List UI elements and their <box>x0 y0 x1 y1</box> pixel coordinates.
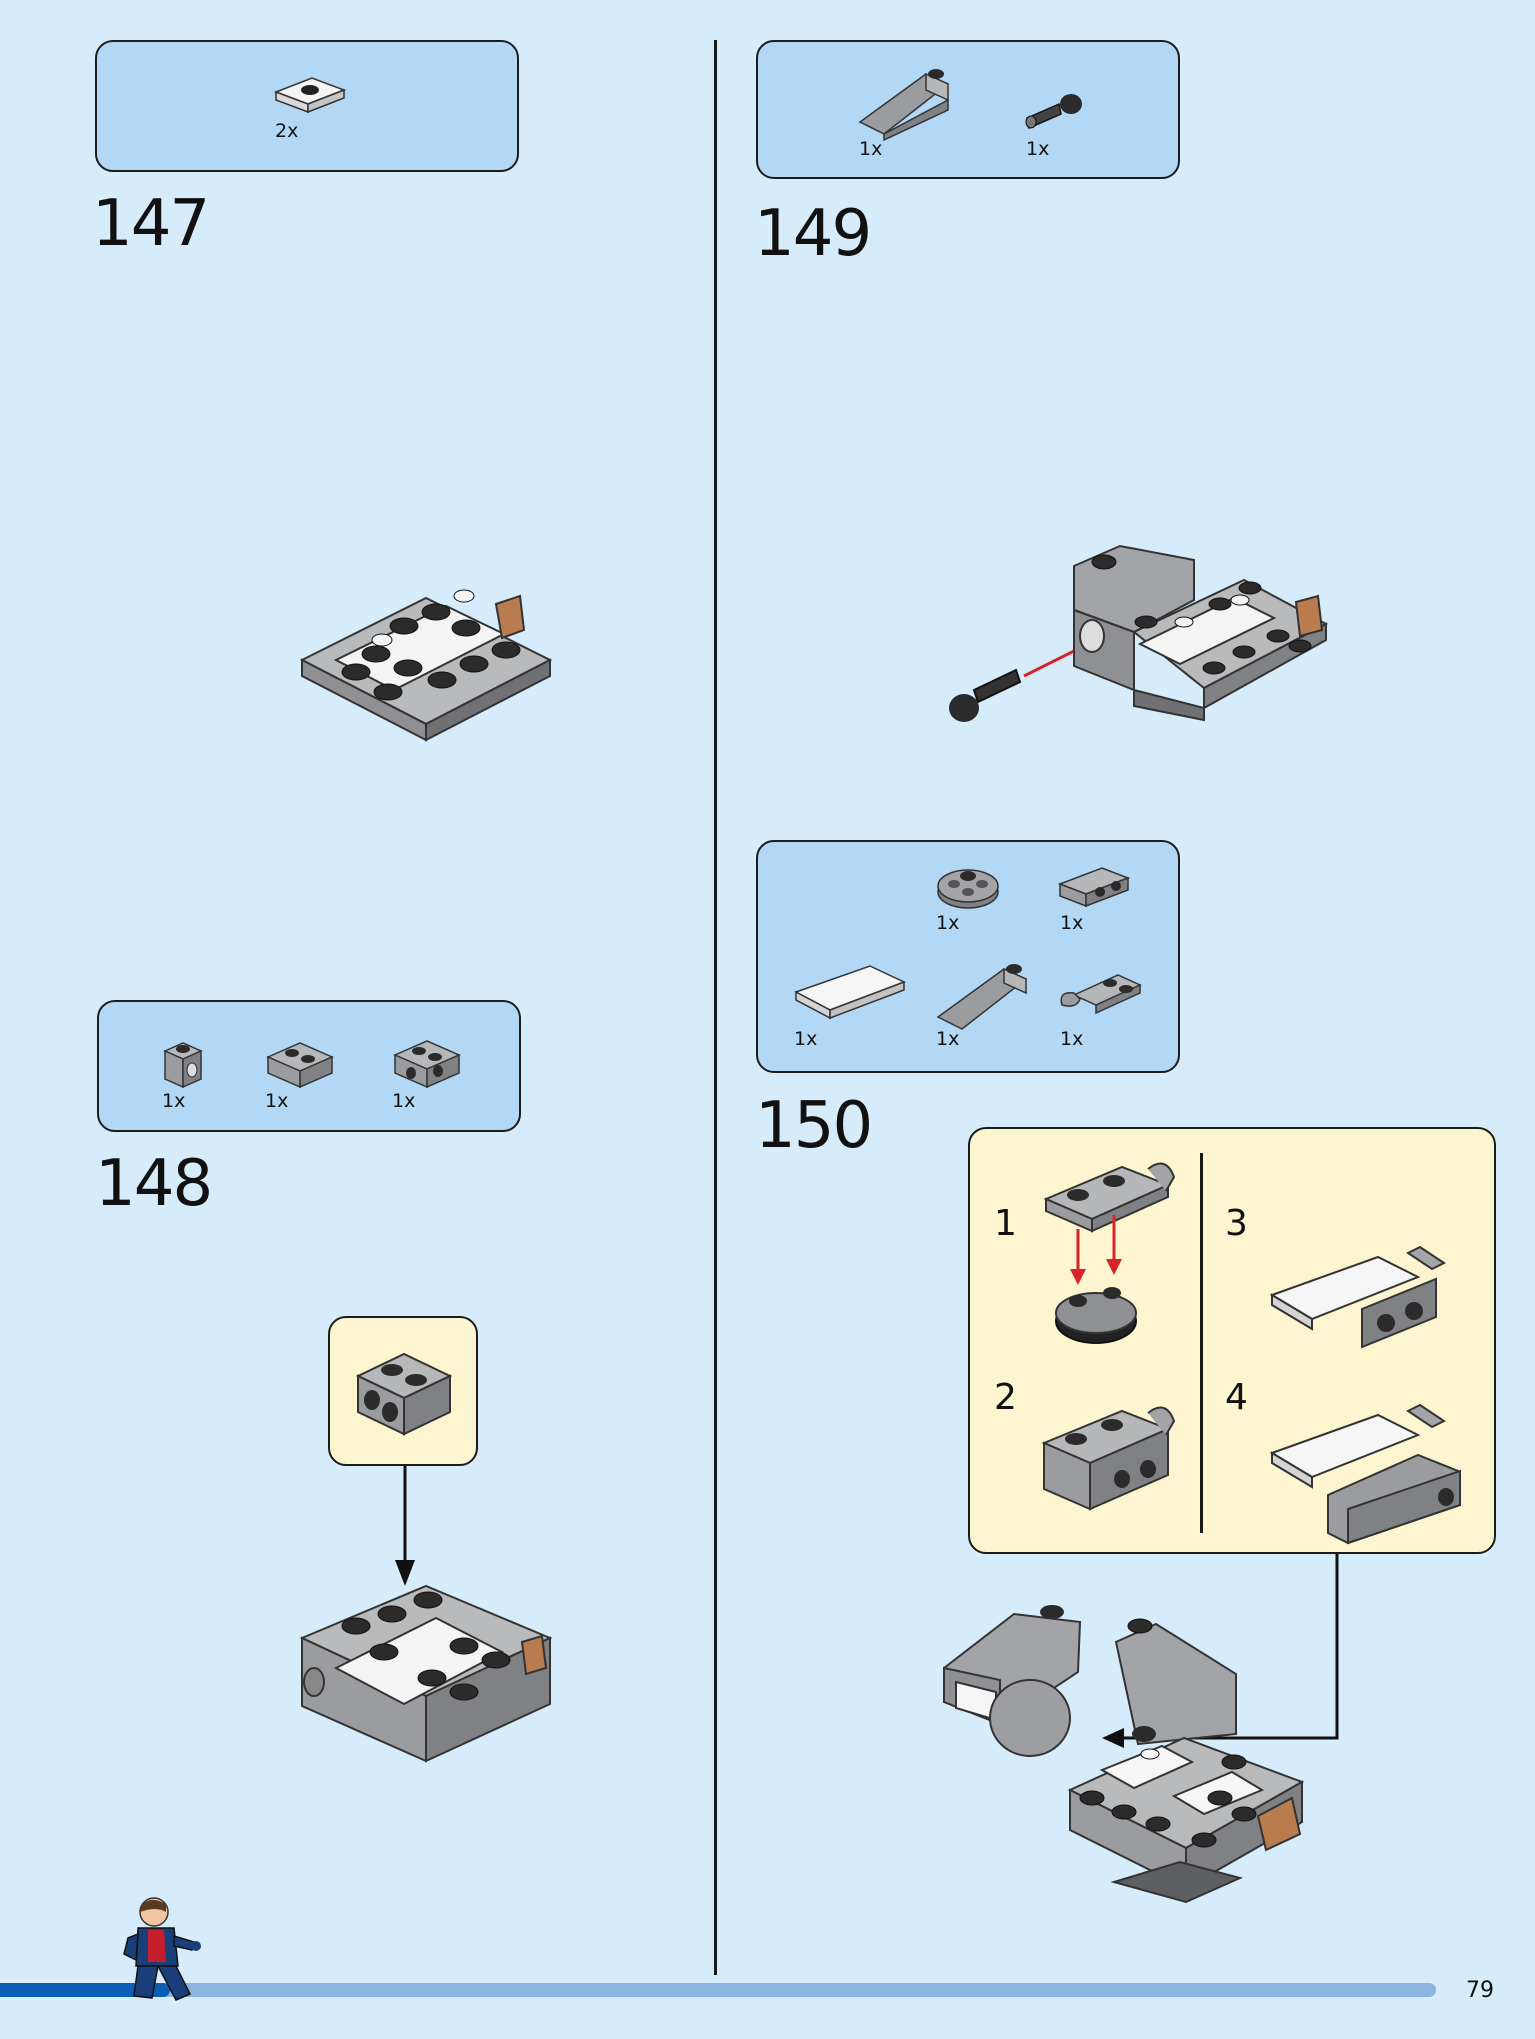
part-qty: 2x <box>275 120 299 142</box>
step-number-149: 149 <box>754 197 872 271</box>
arrow-down-icon <box>395 1466 415 1586</box>
tile-1x2-jumper-icon <box>273 77 347 114</box>
progress-bar-track <box>0 1983 1436 1997</box>
part-qty: 1x <box>1060 912 1084 934</box>
substep-3-diagram <box>1269 1245 1446 1349</box>
minifigure-runner-icon <box>123 1897 201 2001</box>
parts-list-148: 1x 1x 1x <box>97 1000 521 1132</box>
build-model-150 <box>943 1605 1305 1904</box>
substep-4-diagram <box>1269 1403 1462 1545</box>
substep-number-3: 3 <box>1225 1203 1248 1244</box>
part-qty: 1x <box>392 1090 416 1112</box>
brick-callout-148 <box>328 1316 478 1466</box>
callout-divider <box>1200 1153 1203 1533</box>
column-divider <box>714 40 717 1975</box>
bracket-icon <box>1057 867 1131 908</box>
substep-number-1: 1 <box>994 1203 1017 1244</box>
substep-number-2: 2 <box>994 1377 1017 1418</box>
progress-bar-fill <box>0 1983 170 1997</box>
clip-plate-icon <box>1060 974 1142 1015</box>
slope-icon <box>858 69 950 142</box>
part-qty: 1x <box>936 1028 960 1050</box>
part-qty: 1x <box>265 1090 289 1112</box>
tile-2x4-white-icon <box>794 965 906 1020</box>
step-number-148: 148 <box>95 1147 213 1221</box>
part-qty: 1x <box>1060 1028 1084 1050</box>
build-model-148 <box>299 1584 553 1763</box>
page-number: 79 <box>1466 1978 1494 2003</box>
part-qty: 1x <box>162 1090 186 1112</box>
substep-2-diagram <box>1041 1406 1176 1511</box>
brick-1x2-grooved-icon <box>266 1042 334 1089</box>
part-qty: 1x <box>936 912 960 934</box>
brick-1x2-studs-side-icon <box>393 1040 461 1089</box>
part-qty: 1x <box>794 1028 818 1050</box>
build-model-147 <box>299 589 553 742</box>
round-plate-icon <box>937 869 999 909</box>
part-qty: 1x <box>859 138 883 160</box>
ball-pin-icon <box>1025 94 1082 130</box>
substep-1-diagram <box>1043 1162 1176 1344</box>
build-model-149 <box>949 544 1329 722</box>
brick-1x1-hole-icon <box>163 1042 203 1089</box>
subassembly-callout-150: 1 2 3 4 <box>968 1127 1496 1554</box>
brick-1x2-studs-side-icon <box>355 1352 453 1436</box>
parts-list-147: 2x <box>95 40 519 172</box>
substep-number-4: 4 <box>1225 1377 1248 1418</box>
parts-list-150: 1x 1x 1x 1x 1x <box>756 840 1180 1073</box>
part-qty: 1x <box>1026 138 1050 160</box>
step-number-147: 147 <box>92 187 210 261</box>
step-number-150: 150 <box>755 1089 873 1163</box>
slope-2-icon <box>936 964 1028 1030</box>
parts-list-149: 1x 1x <box>756 40 1180 179</box>
